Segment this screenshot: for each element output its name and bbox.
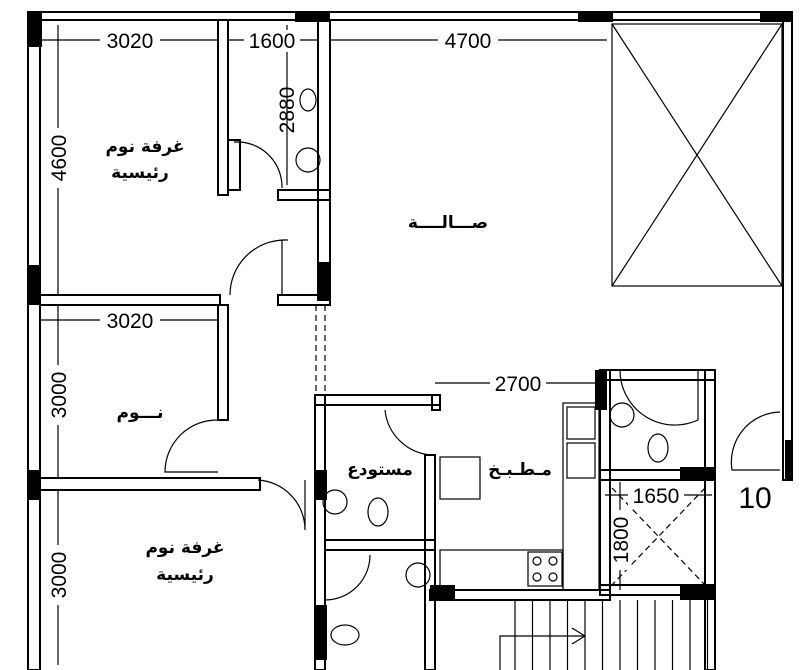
dim-bedroom2-width: 3020 [107, 310, 154, 333]
kitchen-sink-icon [566, 406, 596, 440]
wall [704, 369, 716, 670]
dim-shower-width: 1650 [633, 485, 680, 508]
toilet-icon [330, 624, 360, 646]
stairs [499, 600, 709, 670]
counter [439, 549, 564, 591]
column [28, 12, 42, 47]
dim-shower-depth: 1800 [610, 517, 633, 564]
column [680, 585, 715, 600]
column [28, 470, 40, 500]
wall [324, 539, 436, 551]
dim-bedroom2-depth: 3000 [48, 372, 71, 419]
stair-direction-arrow-icon [499, 627, 587, 670]
column [28, 265, 40, 305]
wall [782, 19, 793, 481]
toilet-icon [299, 88, 317, 112]
door-bedroom2 [164, 419, 219, 473]
toilet-icon [367, 497, 389, 527]
door-bath2 [619, 369, 699, 426]
dim-bedroom1-width: 3020 [107, 30, 154, 53]
room-label-master-bedroom-2: غرفة نوم [145, 538, 224, 558]
column [318, 262, 330, 300]
counter [562, 402, 600, 591]
sink-icon [295, 147, 321, 173]
door-bedroom3 [257, 479, 306, 531]
door-storage [384, 409, 433, 456]
sink-icon [609, 402, 635, 428]
wall [39, 294, 221, 306]
wall [227, 139, 241, 191]
wall [431, 394, 441, 411]
wall [429, 589, 611, 601]
column [680, 467, 715, 479]
dim-bath1-width: 1600 [249, 30, 296, 53]
dim-kitchen-width: 2700 [495, 373, 542, 396]
column [760, 12, 792, 22]
wall [27, 11, 41, 670]
wall [27, 11, 793, 21]
door-bath3 [324, 554, 371, 601]
wall [39, 477, 261, 491]
sink-icon [322, 489, 348, 515]
dimension-labels: 3020 1600 4700 2880 4600 3020 3000 3000 … [48, 30, 684, 605]
wall [277, 189, 331, 201]
column [315, 470, 327, 500]
dim-bedroom3-depth: 3000 [48, 552, 71, 599]
wall [217, 304, 229, 421]
room-label-master-bedroom-2-line2: رئيسية [156, 565, 214, 585]
walls [27, 11, 793, 670]
column [595, 370, 607, 410]
stove-icon [527, 551, 563, 587]
room-label-master-bedroom-1: غرفة نوم [105, 137, 184, 157]
column [315, 605, 327, 660]
room-label-living-hall: صـــالــــة [408, 213, 488, 233]
door-bedroom1 [229, 239, 288, 296]
room-label-kitchen: مـطـبـخ [488, 460, 552, 480]
room-label-storage: مستودع [347, 460, 413, 480]
wall [314, 394, 326, 670]
unit-number: 10 [738, 482, 771, 515]
dim-hall-width: 4700 [445, 30, 492, 53]
columns [28, 12, 793, 660]
sink-icon [405, 562, 431, 588]
toilet-icon [647, 433, 669, 463]
room-labels: غرفة نوم رئيسية صـــالــــة نـــوم مستود… [105, 137, 771, 585]
column [430, 585, 455, 600]
dim-bedroom1-depth: 4600 [48, 135, 71, 182]
dim-bath1-depth: 2880 [276, 87, 299, 134]
column [295, 12, 330, 22]
shaft-void [611, 23, 783, 287]
wall [217, 19, 229, 196]
door-bath1 [234, 141, 283, 189]
door-entrance [730, 411, 781, 471]
room-label-master-bedroom-1-line2: رئيسية [111, 163, 169, 183]
fixtures [295, 88, 709, 670]
dish-rack-icon [566, 442, 596, 479]
column [785, 440, 793, 480]
wall [424, 454, 436, 670]
dimension-lines [40, 25, 712, 665]
wall [314, 394, 441, 406]
doors [164, 141, 781, 601]
room-label-bedroom: نـــوم [117, 403, 164, 423]
column [578, 12, 613, 22]
fridge-icon [439, 456, 481, 500]
